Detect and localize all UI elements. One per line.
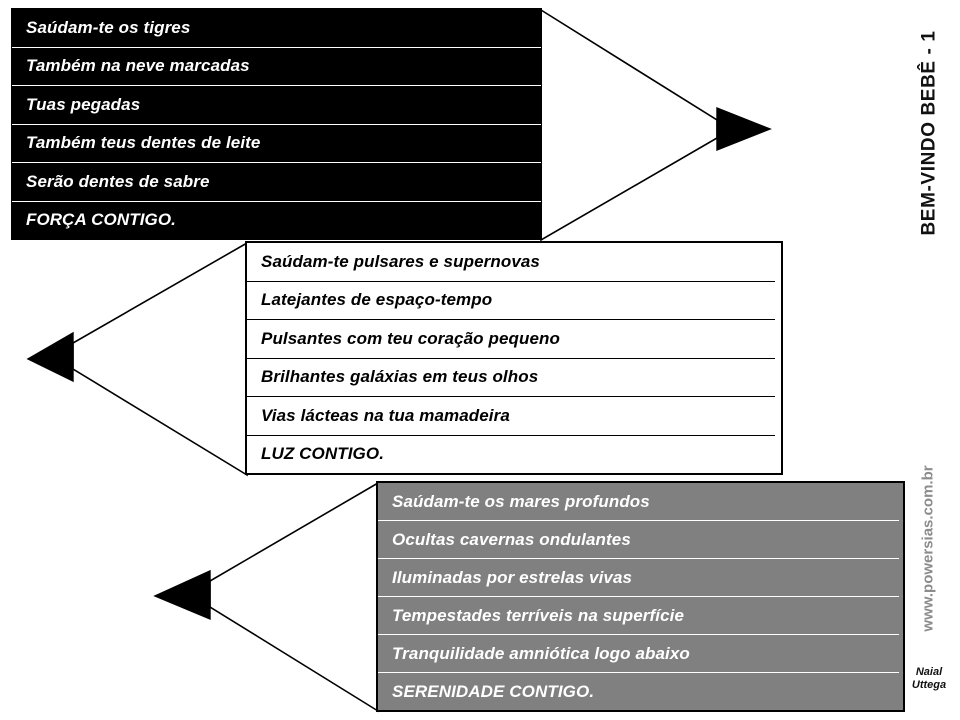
stanza-line: Brilhantes galáxias em teus olhos [247,359,775,397]
stanza-line: Tempestades terríveis na superfície [378,597,899,635]
stanza-line: Saúdam-te os tigres [12,9,541,48]
stanza-line: Também na neve marcadas [12,48,541,86]
site-watermark: www.powersias.com.br [906,465,950,660]
stanza-line: Serão dentes de sabre [12,163,541,202]
stanza-line-conclusion: SERENIDADE CONTIGO. [392,681,595,701]
stanza-line: Saúdam-te pulsares e supernovas [247,243,775,282]
stanza-line: Latejantes de espaço-tempo [247,282,775,320]
callout-tail-left-luz [26,241,248,477]
site-watermark-text: www.powersias.com.br [919,465,937,632]
stanza-line: Tranquilidade amniótica logo abaixo [378,635,899,673]
author-first-name: Naial [915,666,943,678]
stanza-forca: Saúdam-te os tigres Também na neve marca… [11,8,542,240]
stanza-line: Tuas pegadas [12,86,541,125]
stanza-serenidade: Saúdam-te os mares profundos Ocultas cav… [376,481,905,712]
callout-tail-left-serenidade [153,481,379,713]
callout-tail-right-forca [540,8,772,242]
stanza-line-conclusion: LUZ CONTIGO. [261,444,385,464]
stanza-line: Vias lácteas na tua mamadeira [247,397,775,436]
stanza-line: Também teus dentes de leite [12,125,541,163]
author-credit: Naial Uttega [900,666,958,692]
series-title-text: BEM-VINDO BEBÊ - 1 [919,30,941,236]
series-title: BEM-VINDO BEBÊ - 1 [908,12,952,272]
stanza-line-conclusion: FORÇA CONTIGO. [26,210,176,230]
stanza-line: Ocultas cavernas ondulantes [378,521,899,559]
stanza-luz: Saúdam-te pulsares e supernovas Latejant… [245,241,783,475]
stanza-line: Pulsantes com teu coração pequeno [247,320,775,359]
stanza-line: Saúdam-te os mares profundos [378,483,899,521]
author-last-name: Uttega [911,679,947,691]
stanza-line: Iluminadas por estrelas vivas [378,559,899,597]
